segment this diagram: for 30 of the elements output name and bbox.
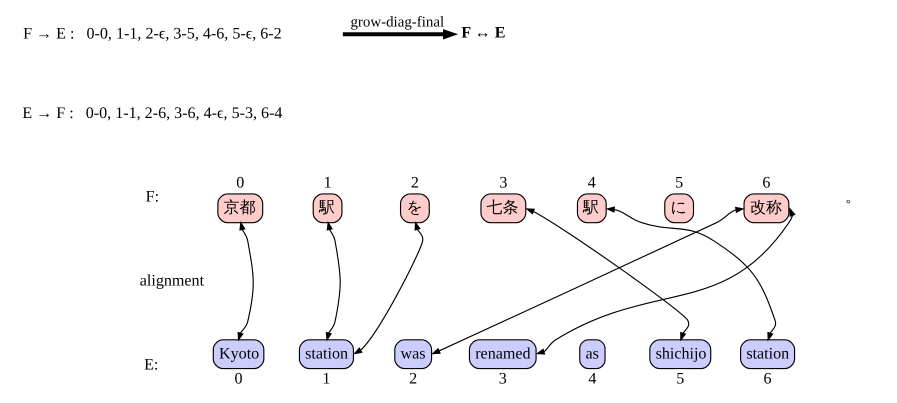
arrow xyxy=(431,206,745,354)
node-label: 6 xyxy=(764,370,772,388)
label: F: xyxy=(146,188,160,206)
arrow xyxy=(606,206,776,342)
node-label: 0 xyxy=(234,370,243,388)
arrow xyxy=(326,220,341,342)
label: E: xyxy=(144,356,158,373)
node-label: 0 xyxy=(236,174,244,191)
node-label: 3 xyxy=(498,370,507,388)
arrow xyxy=(525,208,690,341)
label: F → E : 0-0, 1-1, 2-ϵ, 3-5, 4-6, 5-ϵ, 6-2 xyxy=(23,25,282,42)
arrow xyxy=(353,220,424,354)
node-label: 5 xyxy=(676,370,684,388)
node-label: 5 xyxy=(675,174,684,191)
node-label: 2 xyxy=(409,370,418,388)
label: E → F : 0-0, 1-1, 2-6, 3-6, 4-ϵ, 5-3, 6-4 xyxy=(22,104,282,122)
arrow xyxy=(536,206,796,354)
node-label: 1 xyxy=(322,370,330,388)
node-label: 6 xyxy=(762,174,770,191)
arrow xyxy=(238,220,254,342)
node-label: 2 xyxy=(410,174,419,191)
label: alignment xyxy=(140,272,204,290)
node-label: 1 xyxy=(324,174,332,191)
node-text: F ↔ E xyxy=(461,24,506,41)
node-label: 3 xyxy=(499,174,508,191)
label: 。 xyxy=(845,188,862,206)
edge-label: grow-diag-final xyxy=(350,14,444,30)
node-label: 4 xyxy=(588,370,596,388)
arrow xyxy=(342,28,458,40)
node-label: 4 xyxy=(588,174,596,191)
